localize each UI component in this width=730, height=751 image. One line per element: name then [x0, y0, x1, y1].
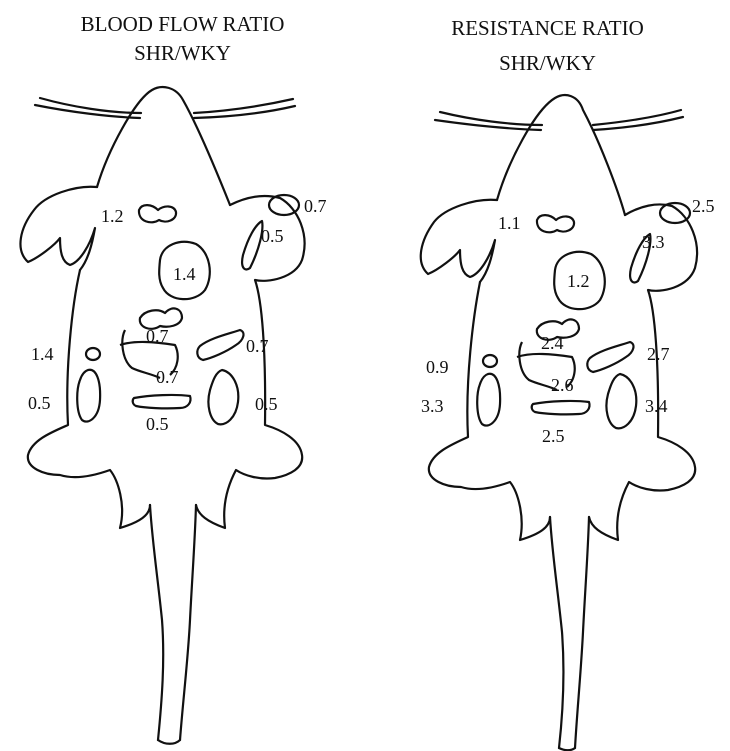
left-kidney-outline	[77, 370, 100, 422]
heart-value: 1.4	[173, 264, 196, 284]
spleen-outline	[197, 330, 243, 360]
heart-value: 1.2	[567, 271, 590, 291]
stomach-value: 0.7	[146, 326, 169, 346]
brain-outline	[139, 205, 176, 222]
stomach-value: 2.4	[541, 333, 564, 353]
forelimb-skin-value: 2.5	[692, 196, 715, 216]
value-labels: 1.1 2.5 3.3 1.2 2.4 2.7 2.6 0.9 3.3 3.4 …	[421, 196, 715, 446]
spleen-outline	[587, 342, 633, 372]
right-kidney-outline	[208, 370, 238, 424]
right-kidney-value: 3.4	[645, 396, 668, 416]
right-kidney-value: 0.5	[255, 394, 278, 414]
spleen-value: 0.7	[246, 336, 269, 356]
rat-diagram: 1.2 0.7 0.5 1.4 0.7 0.7 0.7 1.4 0.5 0.5 …	[0, 0, 365, 751]
adrenal-outline	[86, 348, 100, 360]
left-kidney-value: 3.3	[421, 396, 444, 416]
blood-flow-panel: BLOOD FLOW RATIO SHR/WKY	[0, 0, 365, 751]
adrenal-outline	[483, 355, 497, 367]
forelimb-muscle-outline	[242, 221, 262, 269]
rat-diagram: 1.1 2.5 3.3 1.2 2.4 2.7 2.6 0.9 3.3 3.4 …	[365, 0, 730, 751]
adrenal-value: 1.4	[31, 344, 54, 364]
bladder-value: 0.5	[146, 414, 169, 434]
forelimb-skin-value: 0.7	[304, 196, 327, 216]
forelimb-muscle-value: 0.5	[261, 226, 284, 246]
rat-outline	[421, 95, 697, 750]
left-kidney-value: 0.5	[28, 393, 51, 413]
forelimb-skin-outline	[660, 203, 690, 223]
left-kidney-outline	[477, 374, 500, 426]
small-intestine-value: 0.7	[156, 367, 179, 387]
bladder-outline	[133, 395, 191, 408]
adrenal-value: 0.9	[426, 357, 449, 377]
bladder-outline	[532, 401, 590, 414]
right-kidney-outline	[606, 374, 636, 428]
forelimb-muscle-value: 3.3	[642, 232, 665, 252]
bladder-value: 2.5	[542, 426, 565, 446]
brain-value: 1.2	[101, 206, 124, 226]
forelimb-skin-outline	[269, 195, 299, 215]
small-intestine-value: 2.6	[551, 375, 574, 395]
spleen-value: 2.7	[647, 344, 670, 364]
brain-outline	[537, 215, 574, 232]
resistance-panel: RESISTANCE RATIO SHR/WKY	[365, 0, 730, 751]
brain-value: 1.1	[498, 213, 521, 233]
